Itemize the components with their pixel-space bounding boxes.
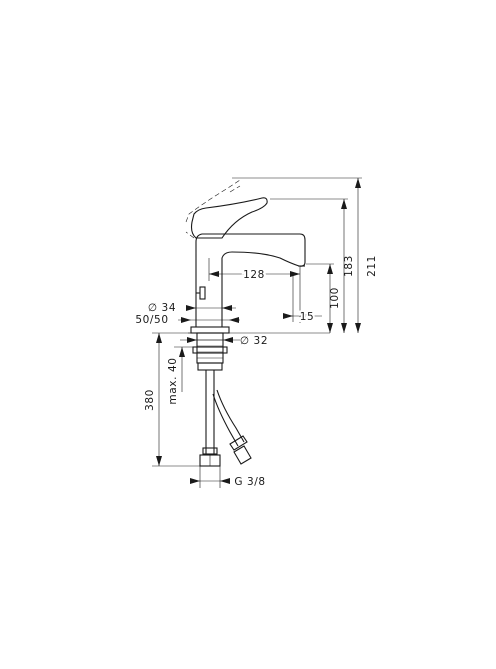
label-diameter-34: ∅ 34 <box>148 302 176 314</box>
dimension-max-40: max. 40 <box>167 346 193 405</box>
label-380: 380 <box>144 389 156 411</box>
label-100: 100 <box>329 287 341 309</box>
mounting-base <box>188 326 330 371</box>
dimension-base-diameter: ∅ 34 50/50 <box>135 302 240 326</box>
label-g-3-8: G 3/8 <box>234 476 265 488</box>
label-183: 183 <box>343 255 355 277</box>
dimension-211: 211 <box>232 177 378 333</box>
dimension-g-3-8: G 3/8 <box>190 466 265 488</box>
label-211: 211 <box>366 255 378 277</box>
label-50-50: 50/50 <box>135 314 168 326</box>
dimension-183: 183 <box>270 198 355 333</box>
faucet-outline <box>185 179 306 328</box>
label-15: 15 <box>300 311 315 323</box>
dimension-hole-diameter: ∅ 32 <box>180 335 268 347</box>
label-diameter-32: ∅ 32 <box>240 335 268 347</box>
dimension-128: 128 <box>208 258 301 323</box>
supply-hoses <box>199 370 252 467</box>
label-max-40: max. 40 <box>167 357 179 404</box>
dimension-100: 100 <box>306 263 341 333</box>
dimension-380: 380 <box>144 332 200 467</box>
dimension-15: 15 <box>283 274 322 325</box>
label-128: 128 <box>243 269 265 281</box>
